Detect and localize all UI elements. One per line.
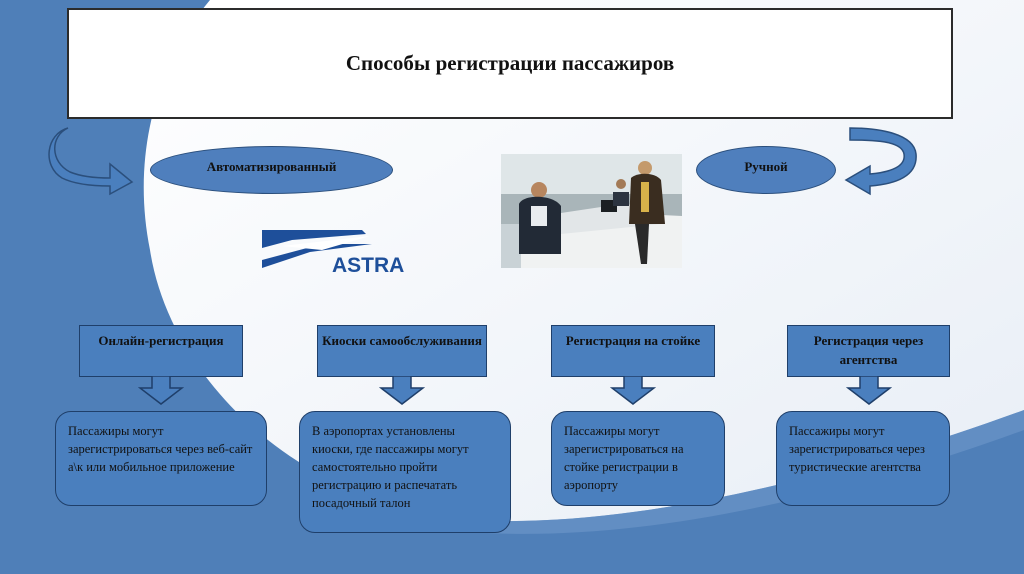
- category-label: Онлайн-регистрация: [98, 333, 224, 348]
- astra-logo: ASTRA: [262, 226, 422, 277]
- category-agency-checkin: Регистрация через агентства: [787, 325, 950, 377]
- description-text: В аэропортах установлены киоски, где пас…: [312, 424, 469, 510]
- logo-text: ASTRA: [332, 254, 404, 276]
- down-arrow-icon: [138, 376, 184, 405]
- description-self-service-kiosks: В аэропортах установлены киоски, где пас…: [299, 411, 511, 533]
- category-label: Регистрация на стойке: [565, 333, 701, 348]
- category-counter-checkin: Регистрация на стойке: [551, 325, 715, 377]
- description-text: Пассажиры могут зарегистрироваться через…: [789, 424, 925, 474]
- down-arrow-icon: [379, 376, 425, 405]
- category-online-checkin: Онлайн-регистрация: [79, 325, 243, 377]
- description-online-checkin: Пассажиры могут зарегистрироваться через…: [55, 411, 267, 506]
- description-text: Пассажиры могут зарегистрироваться на ст…: [564, 424, 684, 492]
- down-arrow-icon: [610, 376, 656, 405]
- manual-label: Ручной: [744, 159, 788, 174]
- curved-arrow-right-icon: [844, 127, 917, 196]
- astra-logo-mark-icon: ASTRA: [262, 230, 404, 277]
- page-title: Способы регистрации пассажиров: [345, 51, 675, 75]
- category-self-service-kiosks: Киоски самообслуживания: [317, 325, 487, 377]
- description-agency-checkin: Пассажиры могут зарегистрироваться через…: [776, 411, 950, 506]
- curved-arrow-left-icon: [48, 127, 134, 196]
- down-arrow-icon: [846, 376, 892, 405]
- description-text: Пассажиры могут зарегистрироваться через…: [68, 424, 253, 474]
- automated-label: Автоматизированный: [206, 159, 337, 174]
- category-label: Киоски самообслуживания: [322, 333, 482, 348]
- manual-oval: Ручной: [696, 146, 836, 194]
- title-box: Способы регистрации пассажиров: [67, 8, 953, 119]
- check-in-desk-photo: [501, 154, 682, 268]
- automated-oval: Автоматизированный: [150, 146, 393, 194]
- category-label: Регистрация через агентства: [813, 333, 924, 367]
- description-counter-checkin: Пассажиры могут зарегистрироваться на ст…: [551, 411, 725, 506]
